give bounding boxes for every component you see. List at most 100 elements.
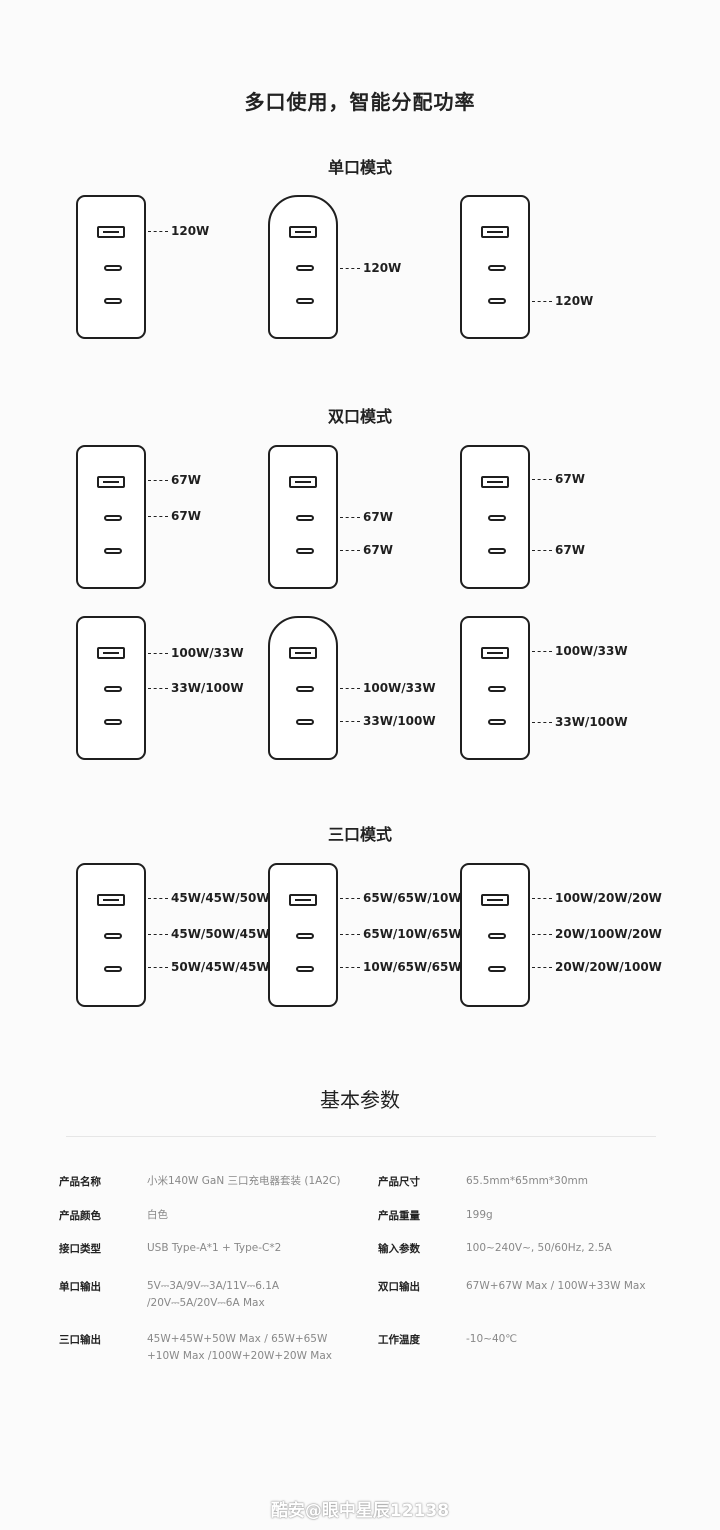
power-label: 67W [148,507,201,525]
usb-c-port-icon [104,933,122,939]
charger-diagram [268,616,338,760]
power-label: 65W/10W/65W [340,925,462,943]
usb-c-port-icon [488,265,506,271]
charger-diagram [76,195,146,339]
charger-diagram [460,445,530,589]
spec-label: 三口输出 [59,1334,101,1346]
usb-a-port-icon [97,226,125,238]
usb-c-port-icon [488,933,506,939]
power-label: 120W [148,222,209,240]
power-label: 20W/100W/20W [532,925,662,943]
spec-value: 100~240V~, 50/60Hz, 2.5A [466,1242,612,1254]
dual-mode-heading: 双口模式 [327,407,392,426]
usb-a-port-icon [481,476,509,488]
power-label: 67W [532,541,585,559]
usb-c-port-icon [296,966,314,972]
usb-c-port-icon [488,548,506,554]
divider [66,1136,656,1137]
power-label: 10W/65W/65W [340,958,462,976]
power-label: 100W/33W [532,642,628,660]
usb-a-port-icon [97,647,125,659]
spec-label: 接口类型 [59,1243,101,1255]
charger-diagram [460,863,530,1007]
power-label: 100W/33W [340,679,436,697]
spec-value: USB Type-A*1 + Type-C*2 [147,1242,282,1254]
power-label: 33W/100W [532,713,628,731]
usb-a-port-icon [481,226,509,238]
power-label: 33W/100W [340,712,436,730]
spec-value: 5V⎓3A/9V⎓3A/11V⎓6.1A [147,1280,280,1292]
spec-value: 199g [466,1209,493,1221]
usb-c-port-icon [296,265,314,271]
usb-c-port-icon [104,265,122,271]
usb-a-port-icon [97,476,125,488]
usb-a-port-icon [289,894,317,906]
page-title: 多口使用，智能分配功率 [244,90,476,114]
usb-c-port-icon [296,515,314,521]
spec-value: 白色 [147,1209,168,1221]
usb-c-port-icon [104,686,122,692]
charger-diagram [460,195,530,339]
usb-c-port-icon [488,686,506,692]
single-mode-heading: 单口模式 [327,158,392,177]
power-label: 20W/20W/100W [532,958,662,976]
usb-a-port-icon [481,894,509,906]
specs-title: 基本参数 [320,1088,400,1112]
spec-label: 产品重量 [378,1210,420,1222]
power-label: 100W/33W [148,644,244,662]
usb-c-port-icon [104,719,122,725]
usb-c-port-icon [104,966,122,972]
spec-label: 单口输出 [59,1281,101,1293]
power-label: 120W [340,259,401,277]
usb-a-port-icon [289,226,317,238]
spec-label: 产品尺寸 [378,1176,420,1188]
power-label: 67W [148,471,201,489]
usb-c-port-icon [296,548,314,554]
triple-mode-heading: 三口模式 [327,825,392,844]
watermark: 酷安@眼中星辰12138 [270,1501,450,1521]
usb-a-port-icon [289,476,317,488]
usb-c-port-icon [104,548,122,554]
power-label: 67W [340,541,393,559]
usb-c-port-icon [104,515,122,521]
charger-diagram [268,195,338,339]
usb-c-port-icon [488,966,506,972]
charger-diagram [76,616,146,760]
usb-a-port-icon [97,894,125,906]
charger-diagram [460,616,530,760]
usb-c-port-icon [296,719,314,725]
charger-diagram [268,445,338,589]
spec-value: 小米140W GaN 三口充电器套装 (1A2C) [147,1175,341,1187]
charger-diagram [76,863,146,1007]
spec-value: /20V⎓5A/20V⎓6A Max [147,1297,265,1309]
usb-c-port-icon [488,719,506,725]
usb-c-port-icon [104,298,122,304]
spec-label: 产品名称 [59,1176,101,1188]
usb-c-port-icon [296,298,314,304]
usb-c-port-icon [296,933,314,939]
usb-a-port-icon [481,647,509,659]
power-label: 65W/65W/10W [340,889,462,907]
spec-value: -10~40℃ [466,1333,518,1345]
charger-diagram [268,863,338,1007]
spec-label: 产品颜色 [59,1210,101,1222]
spec-value: 67W+67W Max / 100W+33W Max [466,1280,646,1292]
spec-value: 65.5mm*65mm*30mm [466,1175,588,1187]
power-label: 67W [340,508,393,526]
spec-label: 工作温度 [378,1334,420,1346]
power-label: 33W/100W [148,679,244,697]
power-label: 67W [532,470,585,488]
power-label: 45W/45W/50W [148,889,270,907]
spec-value: +10W Max /100W+20W+20W Max [147,1350,333,1362]
power-label: 120W [532,292,593,310]
spec-value: 45W+45W+50W Max / 65W+65W [147,1333,328,1345]
power-label: 50W/45W/45W [148,958,270,976]
spec-label: 输入参数 [378,1243,420,1255]
usb-c-port-icon [488,298,506,304]
charger-diagram [76,445,146,589]
usb-a-port-icon [289,647,317,659]
spec-label: 双口输出 [378,1281,420,1293]
power-label: 100W/20W/20W [532,889,662,907]
power-label: 45W/50W/45W [148,925,270,943]
usb-c-port-icon [488,515,506,521]
